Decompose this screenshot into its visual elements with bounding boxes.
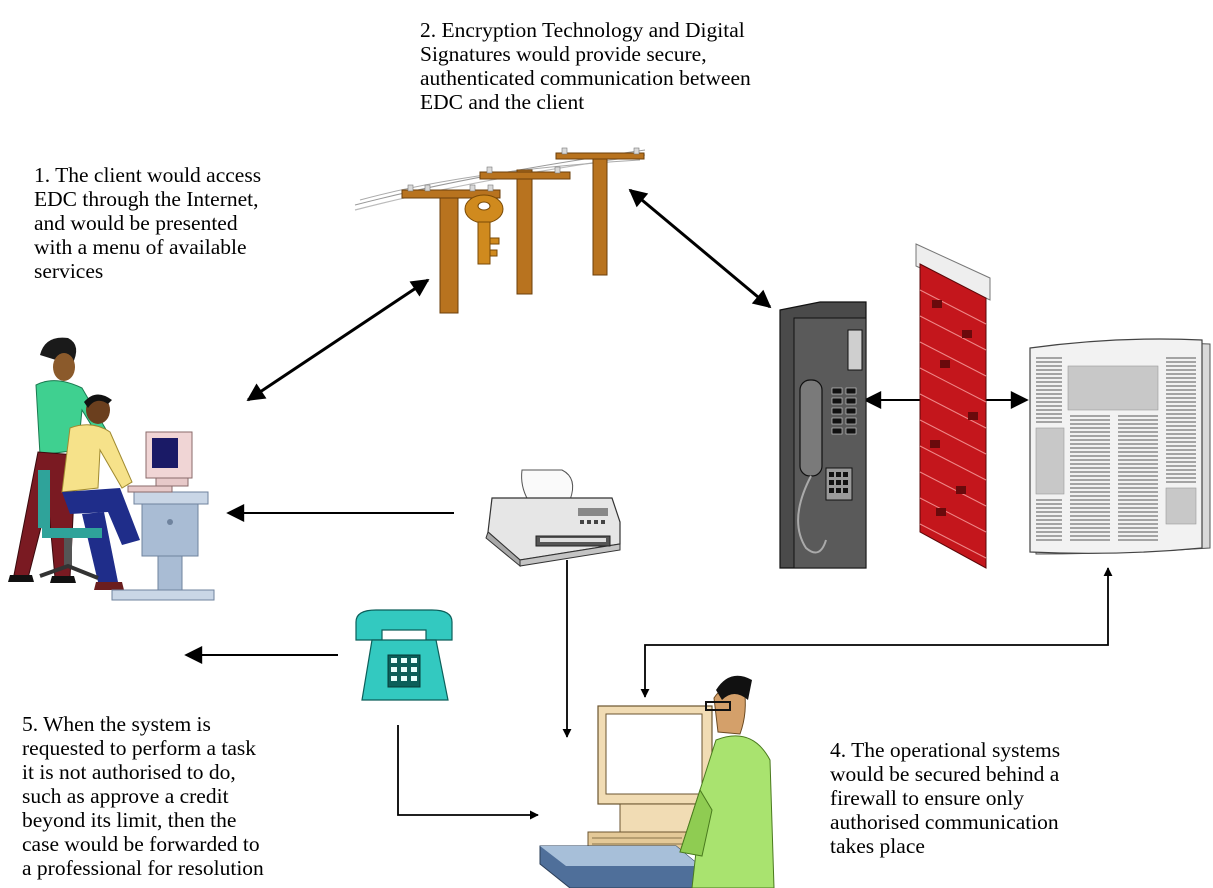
arrow-client-internet: [246, 278, 430, 402]
operational-systems-document-icon: [1029, 338, 1211, 555]
brick-firewall-icon: [915, 243, 991, 569]
arrow-professional-systems: [640, 567, 1113, 698]
fax-machine-icon: [485, 469, 621, 568]
note-firewall: 4. The operational systems would be secu…: [830, 738, 1061, 858]
key-icon: [464, 194, 504, 265]
note-encryption: 2. Encryption Technology and Digital Sig…: [420, 18, 751, 114]
connections: [184, 188, 1113, 820]
payphone-terminal-icon: [779, 301, 867, 569]
professional-at-computer-icon: [539, 675, 775, 888]
desk-telephone-icon: [355, 609, 453, 701]
client-office-workers-icon: [8, 337, 215, 601]
arrow-phone-professional: [397, 725, 539, 820]
arrow-internet-payphone: [628, 188, 772, 309]
note-client-access: 1. The client would access EDC through t…: [34, 163, 262, 283]
note-escalation: 5. When the system is requested to perfo…: [22, 712, 264, 880]
telephone-poles-with-key-icon: [354, 147, 646, 314]
